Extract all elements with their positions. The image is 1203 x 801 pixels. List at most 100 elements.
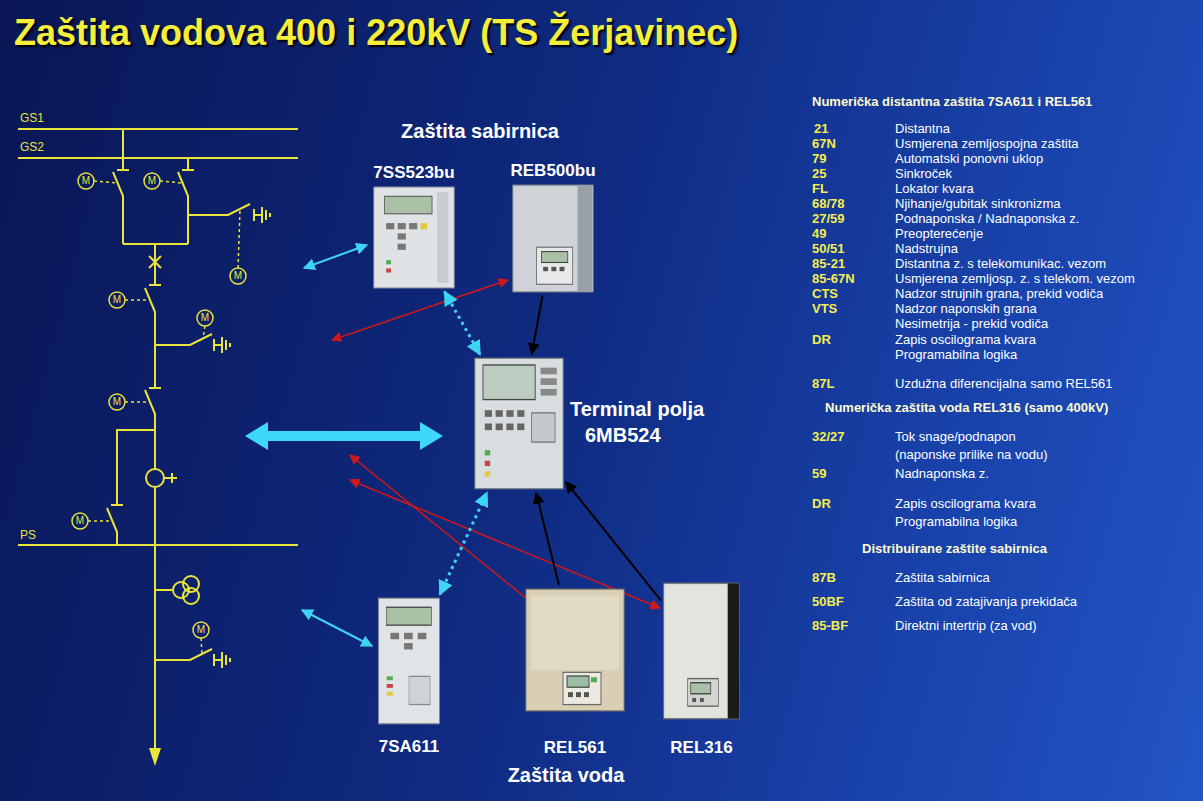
function-text: Distantna xyxy=(895,122,950,137)
relay-picture xyxy=(387,692,393,696)
busbar-and-switchgear xyxy=(107,430,155,545)
relay-picture xyxy=(663,582,740,720)
relay-picture xyxy=(387,607,432,625)
relay-picture xyxy=(578,185,593,292)
motor-drive-label: M xyxy=(148,176,156,186)
device-label: REL316 xyxy=(670,738,732,758)
relay-picture xyxy=(664,583,739,718)
motor-linkage xyxy=(88,181,240,653)
busbar-and-switchgear xyxy=(154,487,156,748)
function-text: Zaštita od zatajivanja prekidača xyxy=(895,595,1077,610)
function-text: Distantna z. s telekomunikac. vezom xyxy=(895,257,1106,272)
ansi-code: 49 xyxy=(812,227,826,242)
motor-drive-label: M xyxy=(113,397,121,407)
relay-picture xyxy=(485,450,490,455)
motor-drive-label: M xyxy=(113,295,121,305)
motor-drive-label: M xyxy=(234,271,242,281)
signal-connector xyxy=(536,493,559,585)
relay-picture xyxy=(567,676,589,687)
function-text: Automatski ponovni uklop xyxy=(895,152,1043,167)
signal-link xyxy=(304,245,367,268)
busbar-and-switchgear xyxy=(188,204,270,223)
relay-picture xyxy=(568,692,573,697)
signal-connector xyxy=(566,482,661,601)
function-text: Usmjerena zemljosp. z. s telekom. vezom xyxy=(895,272,1135,287)
function-text: Zapis oscilograma kvara xyxy=(895,497,1036,512)
relay-picture xyxy=(531,595,619,669)
relay-picture xyxy=(474,357,564,490)
function-text: Programabilna logika xyxy=(895,348,1017,363)
relay-picture xyxy=(485,471,490,476)
motor-drive-symbol xyxy=(144,173,160,189)
relay-picture xyxy=(532,413,555,442)
relay-picture xyxy=(378,597,440,725)
table-heading: Numerička distantna zaštita 7SA611 i REL… xyxy=(812,95,1092,110)
busbar-and-switchgear xyxy=(155,589,172,591)
relay-picture xyxy=(404,643,413,649)
relay-picture xyxy=(576,692,581,697)
relay-picture xyxy=(404,633,413,639)
relay-picture xyxy=(517,424,524,431)
ansi-code: 85-21 xyxy=(812,257,845,272)
device-label: Terminal polja xyxy=(570,397,704,421)
ansi-code: 27/59 xyxy=(812,212,845,227)
busbar-and-switchgear xyxy=(183,588,199,604)
table-heading: Distribuirane zaštite sabirnica xyxy=(862,542,1047,557)
busbar-and-switchgear xyxy=(178,158,194,244)
relay-picture xyxy=(384,196,432,214)
device-label: REL561 xyxy=(544,738,606,758)
relay-picture xyxy=(485,461,490,466)
ansi-code: 25 xyxy=(812,167,826,182)
relay-picture xyxy=(513,185,593,292)
ansi-code: 32/27 xyxy=(812,430,845,445)
relay-picture xyxy=(526,589,624,711)
busbar-and-switchgear xyxy=(155,649,230,668)
signal-link xyxy=(302,245,660,646)
relay-picture xyxy=(483,365,535,400)
relay-picture xyxy=(386,268,391,272)
function-text: Direktni intertrip (za vod) xyxy=(895,619,1037,634)
relay-picture xyxy=(537,247,573,284)
function-text: Usmjerena zemljospojna zaštita xyxy=(895,137,1079,152)
function-text: Podnaponska / Nadnaponska z. xyxy=(895,212,1079,227)
busbar-and-switchgear xyxy=(18,128,298,130)
motor-drive-symbol xyxy=(230,268,246,284)
relay-picture xyxy=(398,223,406,229)
motor-drive-symbol xyxy=(72,173,246,638)
relay-picture xyxy=(437,192,448,283)
motor-drive-label: M xyxy=(197,625,205,635)
relay-device: REL316 xyxy=(663,582,740,720)
relay-picture xyxy=(517,410,524,417)
function-text: Nadstrujna xyxy=(895,242,958,257)
relay-picture xyxy=(691,683,711,694)
relay-picture xyxy=(563,672,601,704)
motor-drive-symbol xyxy=(109,292,125,308)
ansi-code: 50BF xyxy=(812,595,844,610)
ansi-code: 50/51 xyxy=(812,242,845,257)
ansi-code: DR xyxy=(812,333,831,348)
relay-device: REB500bu xyxy=(512,184,594,293)
relay-picture xyxy=(551,267,556,271)
relay-picture xyxy=(560,267,565,271)
ansi-code: DR xyxy=(812,497,831,512)
relay-picture xyxy=(728,583,740,718)
relay-device: 7SA611 xyxy=(378,597,440,725)
relay-picture xyxy=(688,679,719,707)
relay-picture xyxy=(390,633,399,639)
relay-device: Terminal polja6MB524 xyxy=(474,357,564,490)
busbar-and-switchgear xyxy=(145,244,161,469)
ansi-code: 87L xyxy=(812,377,834,392)
relay-device: 7SS523bu xyxy=(373,186,455,289)
ansi-code: 85-BF xyxy=(812,619,848,634)
motor-linkage xyxy=(88,181,240,653)
relay-picture xyxy=(398,244,406,250)
function-text: Nadnaponska z. xyxy=(895,467,989,482)
function-text: Programabilna logika xyxy=(895,515,1017,530)
relay-picture xyxy=(475,358,563,488)
relay-picture xyxy=(421,223,428,229)
relay-picture xyxy=(374,187,454,288)
function-text: Nadzor strujnih grana, prekid vodiča xyxy=(895,287,1103,302)
function-text: Njihanje/gubitak sinkronizma xyxy=(895,197,1060,212)
device-label: 6MB524 xyxy=(585,423,661,447)
